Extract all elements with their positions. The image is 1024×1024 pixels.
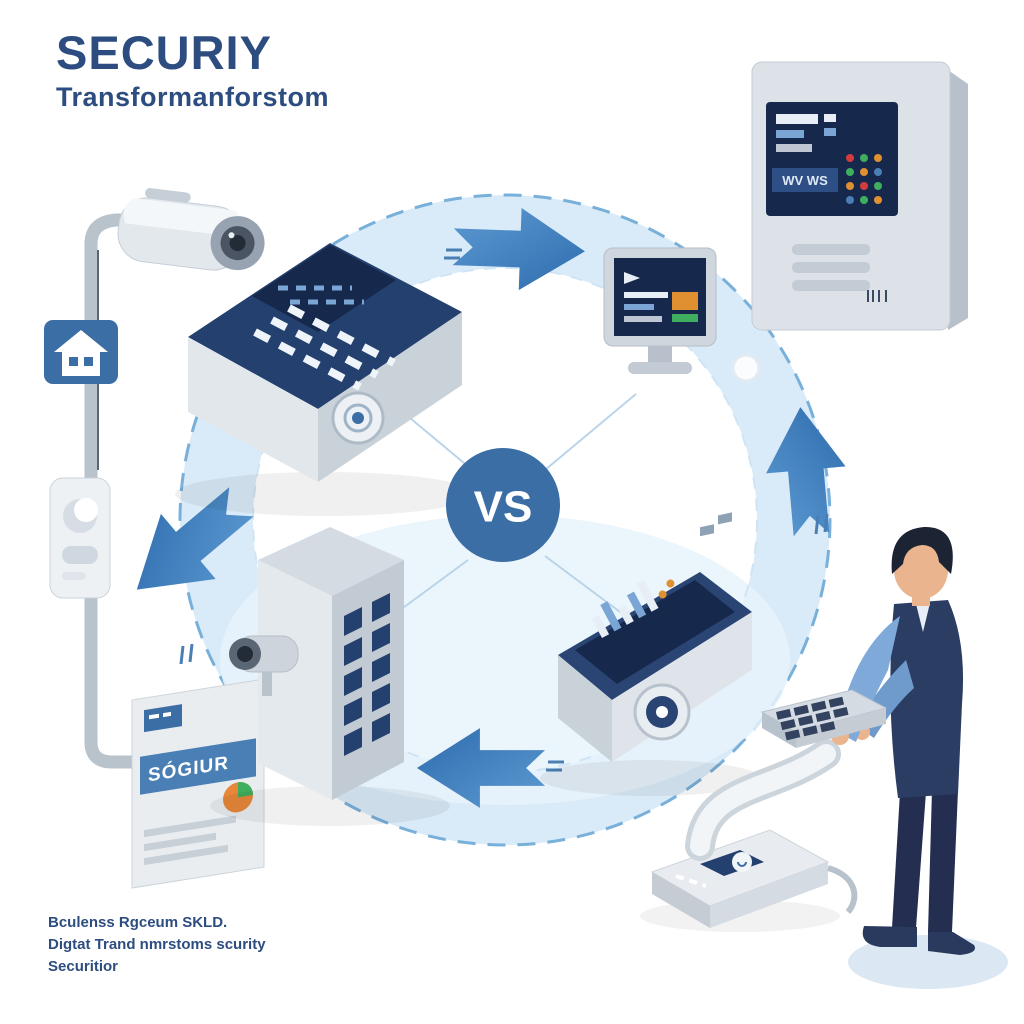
page-subtitle: Transformanforstom [56, 82, 330, 113]
conduit-tube [685, 739, 841, 861]
audio-console [540, 512, 760, 796]
equalizer-bars [591, 579, 675, 638]
tower-camera [229, 635, 299, 696]
reader-dot-icon [732, 852, 752, 872]
shoe-right [928, 932, 976, 955]
head [894, 541, 948, 599]
keypad-keys [776, 696, 849, 741]
decorative-dot [731, 353, 761, 383]
operator-person [831, 526, 1008, 989]
badge-reader [640, 829, 858, 932]
title-block: SECURIY Transformanforstom [56, 28, 329, 113]
caption-line-3: Securitior [48, 957, 119, 975]
hub-connectors [391, 393, 637, 617]
panel-keypad [253, 304, 396, 391]
cctv-camera [117, 188, 265, 271]
caption-line-1: Bculenss Rgceum SKLD. [48, 914, 228, 931]
caption-block: Bculenss Rgceum SKLD. Digtat Trand nmrst… [48, 912, 266, 977]
wall-mounted-panel: WV WS [751, 61, 968, 331]
keypad-terminal [760, 689, 888, 748]
console-screen [575, 580, 735, 684]
main-control-panel [175, 243, 475, 516]
caption-line-2: Digtat Trand nmrstoms scurity [48, 935, 266, 953]
card-band [140, 738, 256, 795]
vent-slats [792, 244, 870, 291]
server-tower [210, 527, 450, 826]
vs-badge: VS [446, 448, 560, 562]
control-monitor [603, 247, 761, 383]
barcode-icon [867, 290, 887, 302]
vs-label: VS [474, 483, 533, 532]
hair [891, 526, 953, 574]
intercom-device [49, 477, 111, 599]
security-card: SÓGIUR [131, 678, 265, 889]
tower-drive-grid [344, 592, 390, 757]
intercom-button [62, 546, 98, 564]
smart-home-tag [44, 320, 118, 384]
tick-marks [179, 248, 829, 772]
shoe-left [862, 926, 917, 947]
house-icon [54, 330, 108, 352]
wall-screen-text: WV WS [782, 173, 828, 188]
status-dots [846, 154, 882, 204]
vest [890, 600, 964, 798]
page-title: SECURIY [56, 26, 272, 79]
